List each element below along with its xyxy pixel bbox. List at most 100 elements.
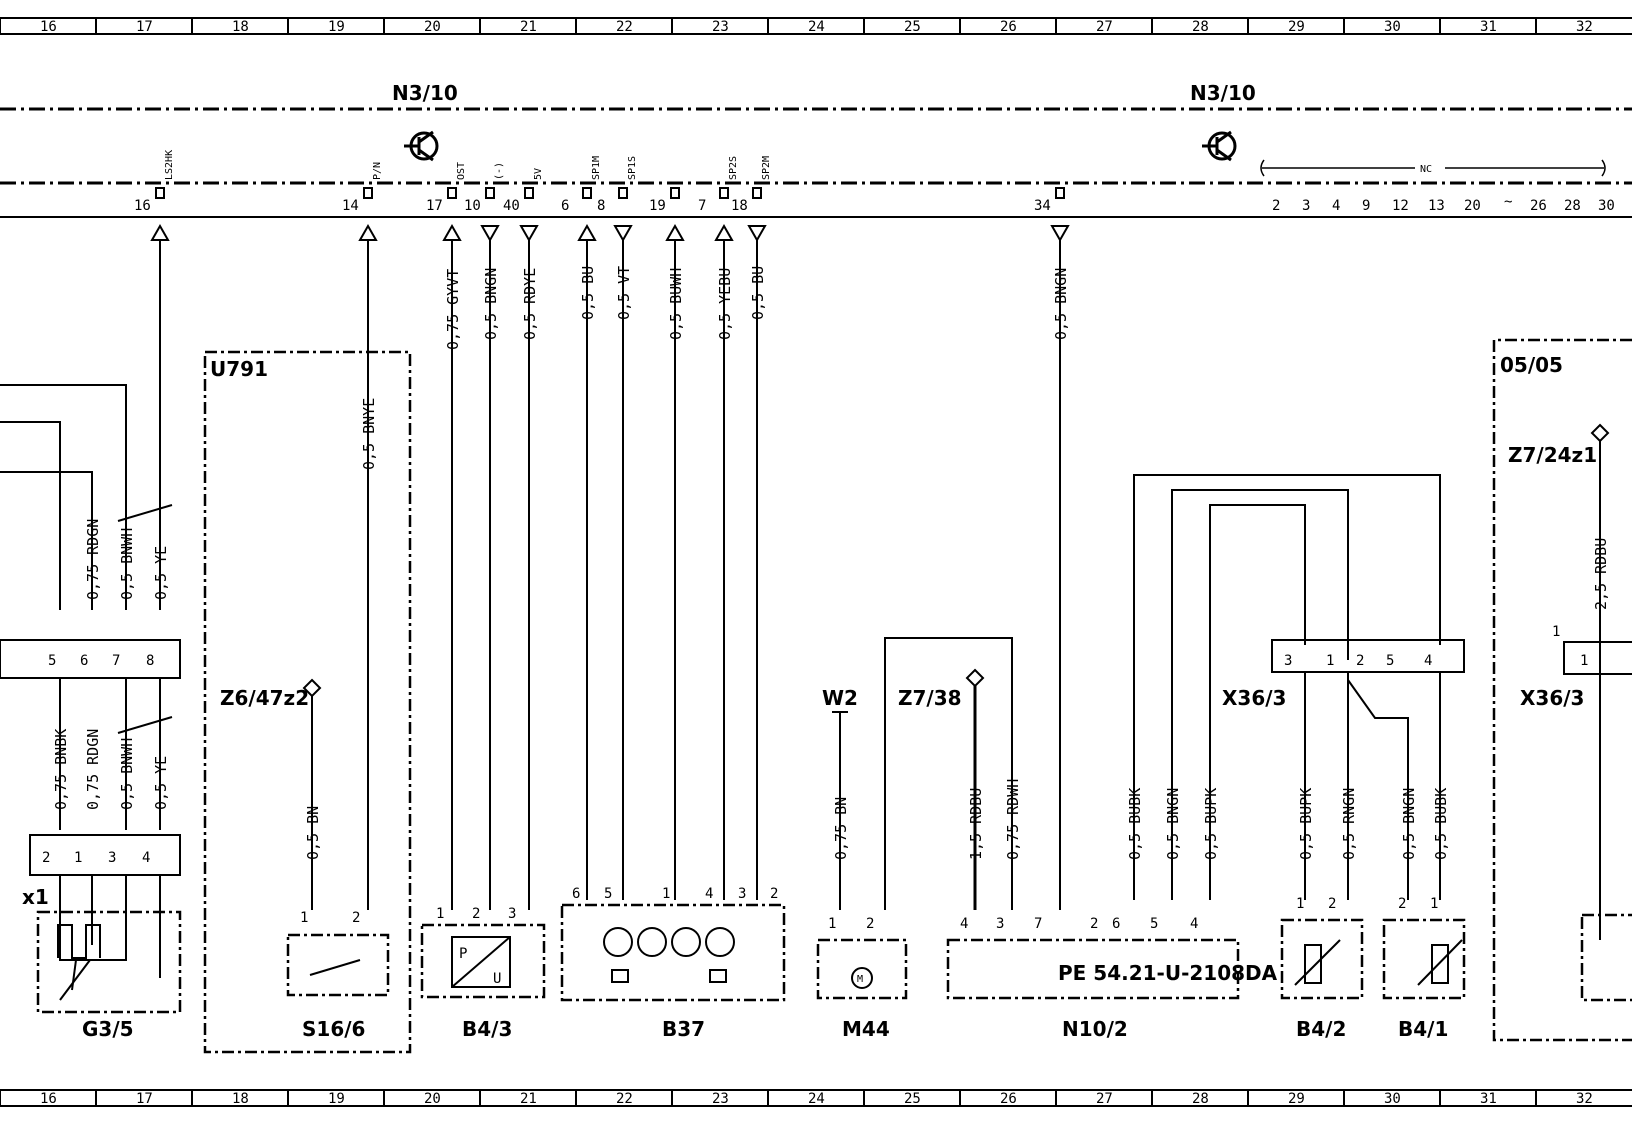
controller-label-left: N3/10 [392,81,458,105]
connector-pin: 4 [142,850,150,866]
svg-text:0,5 BUBK: 0,5 BUBK [1432,788,1450,860]
controller-wires [159,240,1061,910]
svg-text:2,5 RDBU: 2,5 RDBU [1592,538,1610,610]
ruler-cell: 18 [232,19,249,35]
component-pin: 6 [1112,916,1120,932]
x1-label: x1 [22,885,49,909]
pin-signal: (-) [494,162,505,180]
u791-label: U791 [210,357,268,381]
component-pin: 2 [1356,653,1364,669]
pin-number: 6 [561,198,569,214]
svg-text:0,75 RDWH: 0,75 RDWH [1004,779,1022,860]
svg-text:P: P [459,946,467,962]
ruler-cell: 26 [1000,19,1017,35]
connector-pin: 5 [48,653,56,669]
n10-2-label: N10/2 [1062,1017,1128,1041]
ruler-cell: 16 [40,19,57,35]
ruler-cell: 19 [328,19,345,35]
ruler-cell: 22 [616,1091,633,1107]
ref-05-05-label: 05/05 [1500,353,1563,377]
right-component-box [1580,913,1632,1002]
g3-5-label: G3/5 [82,1017,134,1041]
x36-3-connector [1271,639,1465,673]
ruler-cell: 24 [808,19,825,35]
svg-text:0,5 BN: 0,5 BN [304,806,322,860]
component-pin: 1 [1430,896,1438,912]
left-wire-labels: 0,75 RDGN 0,5 BNWH 0,5 YE 0,75 BNBK 0,75… [52,519,170,810]
controller-label-right: N3/10 [1190,81,1256,105]
component-pin: 3 [508,906,516,922]
x36-3-label: X36/3 [1222,686,1286,710]
pin-signal: SP1S [627,156,638,180]
b4-1-label: B4/1 [1398,1017,1448,1041]
nc-pin: 12 [1392,198,1409,214]
component-pin: 2 [352,910,360,926]
svg-text:M: M [857,974,863,985]
ruler-cell: 18 [232,1091,249,1107]
n10-2-ref: PE 54.21-U-2108DA [1058,961,1278,985]
component-pin: 4 [1424,653,1432,669]
ruler-cell: 30 [1384,1091,1401,1107]
component-pin: 2 [1090,916,1098,932]
ruler-cell: 30 [1384,19,1401,35]
connector-pin: 8 [146,653,154,669]
ruler-cell: 17 [136,19,153,35]
ruler-cell: 24 [808,1091,825,1107]
component-pin: 7 [1034,916,1042,932]
pin-signal: P/N [372,162,383,180]
svg-text:0,5 YEBU: 0,5 YEBU [716,268,734,340]
component-pin: 1 [828,916,836,932]
ruler-cell: 31 [1480,19,1497,35]
b4-1-box [1382,918,1466,1000]
ruler-cell: 27 [1096,1091,1113,1107]
thermistor-icon [1304,944,1322,984]
svg-text:0,5 BNGN: 0,5 BNGN [1052,268,1070,340]
component-pin: 3 [996,916,1004,932]
component-pin: 6 [572,886,580,902]
pin-signal: SP1M [591,156,602,180]
ruler-cell: 29 [1288,19,1305,35]
pin-signal: LS2HK [164,150,175,180]
nc-pin: 3 [1302,198,1310,214]
thermistor-icon [1431,944,1449,984]
transistor-icon [1202,130,1237,162]
component-pin: 3 [1284,653,1292,669]
ruler-cell: 19 [328,1091,345,1107]
nc-break: ~ [1504,194,1512,210]
transistor-icon [404,130,439,162]
svg-text:0,5 RNGN: 0,5 RNGN [1340,788,1358,860]
pin-number: 14 [342,198,359,214]
svg-text:0,75 RDGN: 0,75 RDGN [84,519,102,600]
pin-number: 8 [597,198,605,214]
pin-number: 10 [464,198,481,214]
nc-pin: 28 [1564,198,1581,214]
b4-3-box [420,923,546,999]
pin-number: 19 [649,198,666,214]
ruler-cell: 23 [712,19,729,35]
svg-text:0,5 BUPK: 0,5 BUPK [1297,788,1315,860]
ruler-cell: 17 [136,1091,153,1107]
svg-text:0,5 BUWH: 0,5 BUWH [667,268,685,340]
n10-loop-wires [1133,474,1441,900]
svg-text:0,5 RDYE: 0,5 RDYE [521,268,539,340]
b37-label: B37 [662,1017,705,1041]
connector-pin: 1 [74,850,82,866]
pin-signal: SP2S [728,156,739,180]
nc-pin: 13 [1428,198,1445,214]
connector-pin: 7 [112,653,120,669]
pin-number: 16 [134,198,151,214]
svg-text:0,75 RDGN: 0,75 RDGN [84,729,102,810]
motor-icon [851,967,873,989]
pin-signal: SP2M [761,156,772,180]
nc-pin: 20 [1464,198,1481,214]
component-pin: 1 [300,910,308,926]
z7-38-label: Z7/38 [898,686,962,710]
ruler-cell: 28 [1192,1091,1209,1107]
component-pin: 2 [1328,896,1336,912]
component-pin: 2 [770,886,778,902]
x36-3-connector-right [1563,641,1632,675]
ruler-cell: 20 [424,19,441,35]
ruler-cell: 20 [424,1091,441,1107]
svg-text:0,5 VT: 0,5 VT [615,266,633,320]
